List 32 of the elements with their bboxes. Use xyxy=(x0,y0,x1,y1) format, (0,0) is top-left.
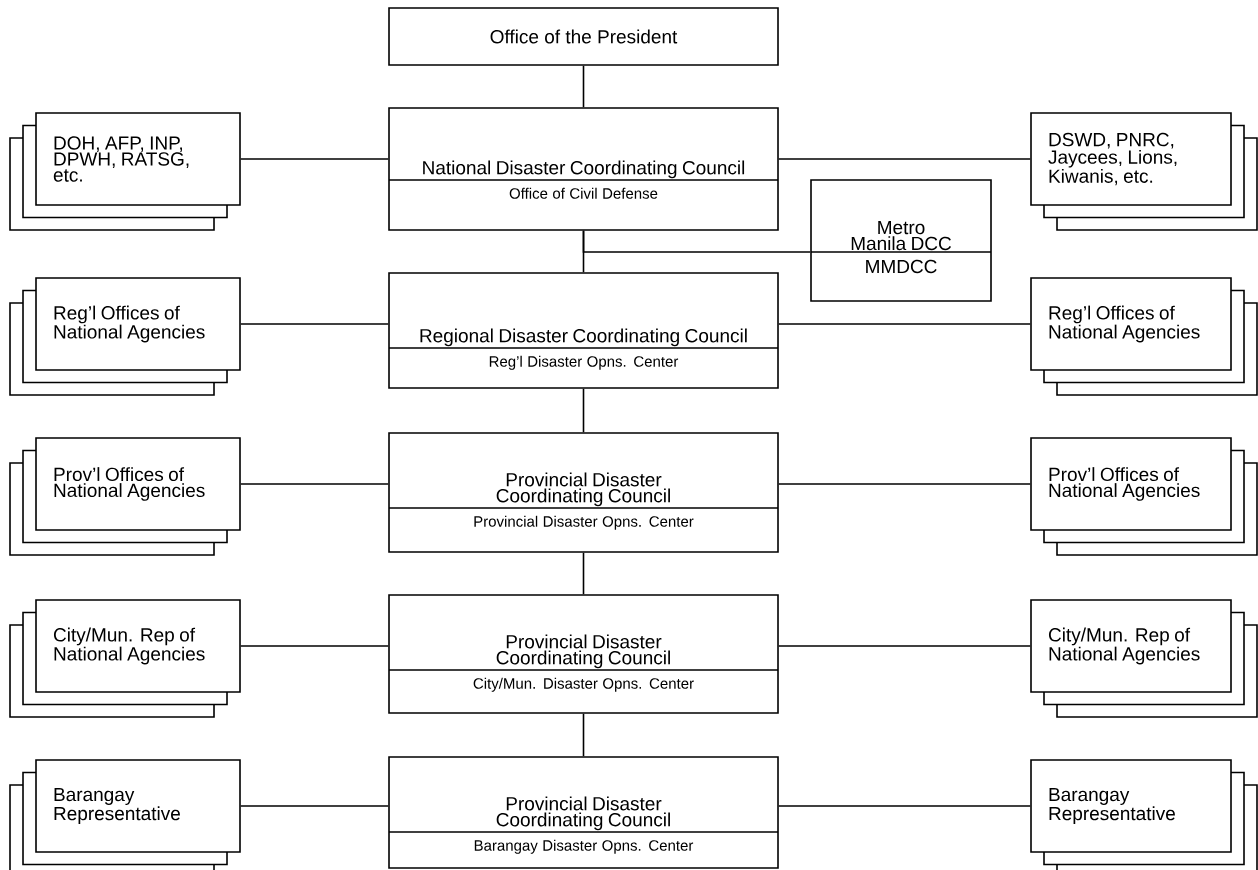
connector-line xyxy=(240,645,389,647)
council-box: Provincial Disaster Coordinating Council Barangay Disaster Opns. Center xyxy=(388,756,779,869)
connector-line xyxy=(778,645,1031,647)
connector-line xyxy=(582,713,585,757)
stacked-box: City/Mun. Rep of National Agencies xyxy=(9,599,241,718)
connector-line xyxy=(778,323,1031,325)
council-box: Provincial Disaster Coordinating Council Provincial Disaster Opns. Center xyxy=(388,432,779,553)
office-box: Office of the President xyxy=(388,7,779,66)
stacked-box: City/Mun. Rep of National Agencies xyxy=(1030,599,1258,718)
connector-line xyxy=(240,483,389,485)
stacked-box: Prov’l Offices of National Agencies xyxy=(9,437,241,556)
connector-line xyxy=(582,65,585,108)
stacked-box: Barangay Representative xyxy=(1030,759,1258,870)
stacked-box: Barangay Representative xyxy=(9,759,241,870)
connector-line xyxy=(240,805,389,807)
connector-line xyxy=(582,230,585,273)
connector-line xyxy=(240,323,389,325)
connector-line xyxy=(778,483,1031,485)
stacked-box: Reg’l Offices of National Agencies xyxy=(1030,277,1258,396)
connector-line xyxy=(778,805,1031,807)
stacked-box: Prov’l Offices of National Agencies xyxy=(1030,437,1258,556)
stacked-box: Reg’l Offices of National Agencies xyxy=(9,277,241,396)
connector-line xyxy=(582,388,585,433)
council-box: National Disaster Coordinating Council Office of Civil Defense xyxy=(388,107,779,231)
council-box: Regional Disaster Coordinating Council Reg’l Disaster Opns. Center xyxy=(388,272,779,389)
connector-line xyxy=(240,158,389,160)
stacked-box: DSWD, PNRC, Jaycees, Lions, Kiwanis, etc. xyxy=(1030,112,1258,231)
connector-line xyxy=(582,552,585,595)
stacked-box: DOH, AFP, INP, DPWH, RATSG, etc. xyxy=(9,112,241,231)
council-box: Provincial Disaster Coordinating Council City/Mun. Disaster Opns. Center xyxy=(388,594,779,714)
connector-line xyxy=(778,158,1031,160)
council-box: Metro Manila DCC MMDCC xyxy=(810,179,992,302)
